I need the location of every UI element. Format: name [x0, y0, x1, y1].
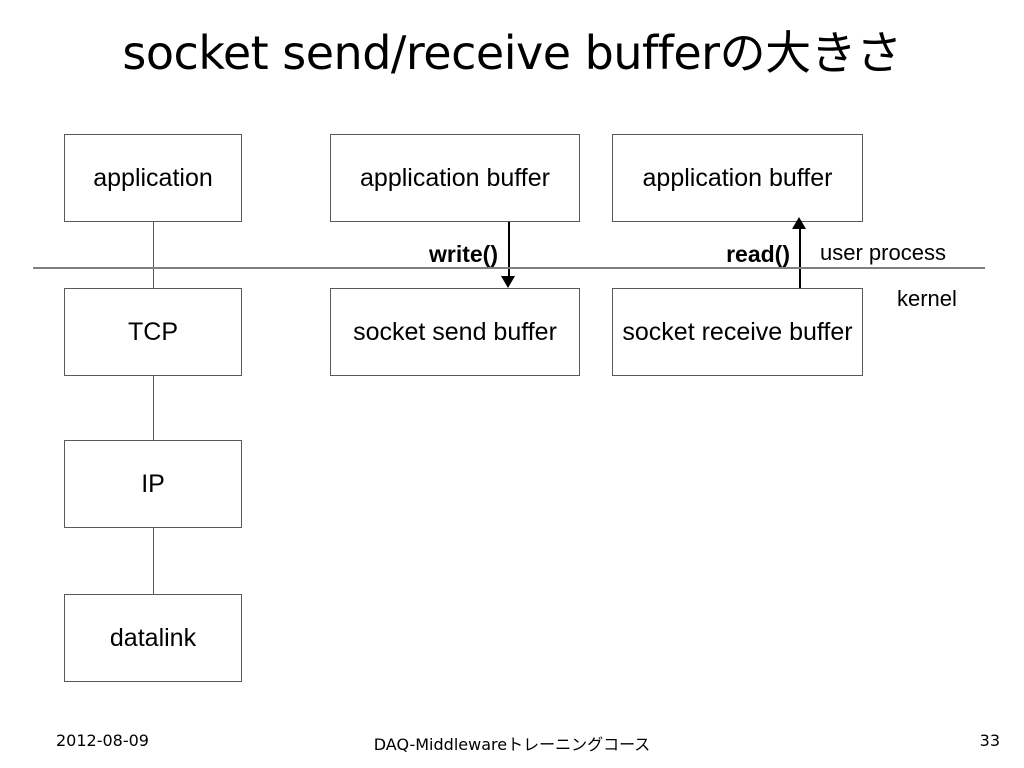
footer-page-number: 33	[979, 731, 1000, 750]
diagram-box-application-buffer-receive: application buffer	[612, 134, 863, 222]
label-write-call: write()	[429, 241, 498, 267]
diagram-box-socket-receive-buffer: socket receive buffer	[612, 288, 863, 376]
label-read-call: read()	[726, 241, 790, 267]
write-arrow-shaft	[508, 222, 510, 282]
read-arrow-shaft	[799, 228, 801, 288]
diagram-box-ip: IP	[64, 440, 242, 528]
footer-course-title: DAQ-Middlewareトレーニングコース	[373, 735, 651, 754]
label-kernel: kernel	[897, 286, 957, 311]
connector-tcp-ip	[153, 376, 154, 440]
diagram-box-socket-send-buffer: socket send buffer	[330, 288, 580, 376]
arrow-down-icon	[501, 276, 515, 288]
diagram-box-application-buffer-send: application buffer	[330, 134, 580, 222]
footer-date: 2012-08-09	[56, 731, 149, 750]
diagram-box-tcp: TCP	[64, 288, 242, 376]
user-kernel-boundary-line	[33, 267, 985, 269]
page-title: socket send/receive bufferの大きさ	[122, 26, 902, 80]
diagram-box-datalink: datalink	[64, 594, 242, 682]
label-user-process: user process	[820, 240, 946, 265]
diagram-box-application: application	[64, 134, 242, 222]
connector-ip-datalink	[153, 528, 154, 594]
arrow-up-icon	[792, 217, 806, 229]
connector-application-tcp	[153, 222, 154, 288]
